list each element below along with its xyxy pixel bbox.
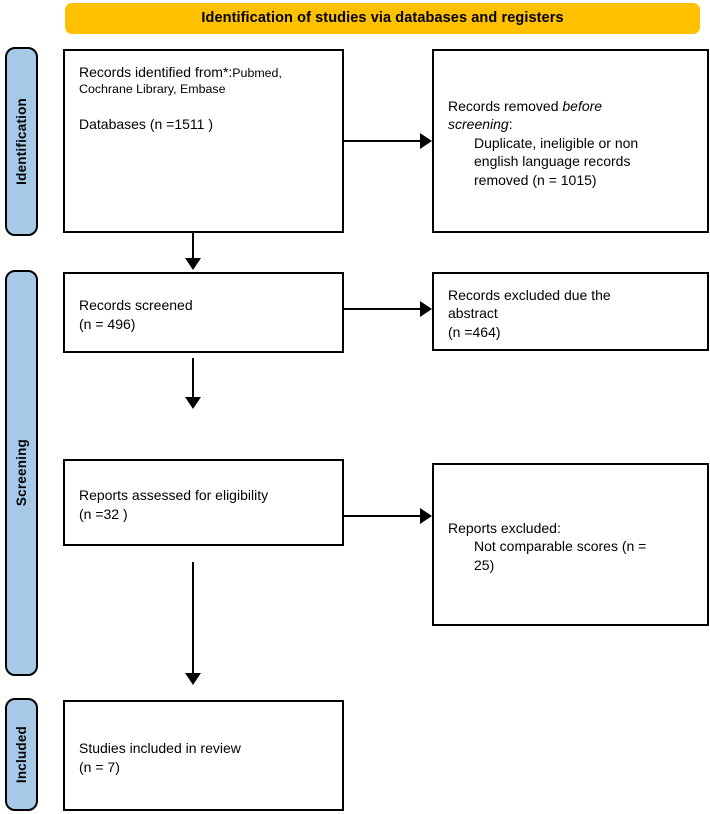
records-identified-sources-1: Pubmed, <box>232 66 282 80</box>
records-removed-lead: Records removed <box>448 97 563 114</box>
records-identified-main-text: Records identified from*: <box>79 64 233 80</box>
arrow-head-icon <box>420 133 432 149</box>
box-records-excluded-abstract: Records excluded due the abstract (n =46… <box>432 272 709 351</box>
stage-label-included: Included <box>5 698 38 811</box>
records-removed-sub-2: english language records <box>474 153 631 170</box>
records-identified-count: Databases (n =1511 ) <box>79 115 213 132</box>
studies-included-label: Studies included in review <box>79 740 241 757</box>
records-removed-italic-screening: screening <box>448 116 509 133</box>
records-screened-count: (n = 496) <box>79 315 136 332</box>
arrow-shaft <box>344 308 422 310</box>
arrow-head-icon <box>185 673 201 685</box>
box-studies-included: Studies included in review (n = 7) <box>63 700 344 811</box>
records-removed-sub-3: removed (n = 1015) <box>474 171 597 188</box>
reports-excluded-sub-2: 25) <box>474 556 495 573</box>
arrow-shaft <box>192 233 194 261</box>
studies-included-count: (n = 7) <box>79 758 120 775</box>
reports-assessed-count: (n =32 ) <box>79 505 128 522</box>
records-identified-sources-2: Cochrane Library, Embase <box>79 82 226 97</box>
diagram-header-banner: Identification of studies via databases … <box>65 3 700 34</box>
arrow-shaft <box>192 562 194 676</box>
stage-label-screening-text: Screening <box>14 439 29 507</box>
box-records-screened: Records screened (n = 496) <box>63 272 344 353</box>
arrow-head-icon <box>420 508 432 524</box>
stage-label-identification-text: Identification <box>14 98 29 185</box>
records-removed-line-2: screening: <box>448 115 697 133</box>
records-excluded-abstract-line-1: Records excluded due the <box>448 286 611 303</box>
records-identified-line-1: Records identified from*:Pubmed, <box>79 63 332 81</box>
records-screened-label: Records screened <box>79 297 193 314</box>
box-reports-excluded: Reports excluded: Not comparable scores … <box>432 463 709 626</box>
stage-label-screening: Screening <box>5 270 38 676</box>
reports-excluded-sub-1: Not comparable scores (n = <box>474 538 647 555</box>
records-excluded-abstract-line-2: abstract <box>448 305 498 322</box>
records-removed-line-1: Records removed before <box>448 97 697 115</box>
box-reports-assessed: Reports assessed for eligibility (n =32 … <box>63 459 344 546</box>
records-removed-colon: : <box>508 116 513 133</box>
box-records-removed: Records removed before screening: Duplic… <box>432 49 709 233</box>
stage-label-included-text: Included <box>14 725 29 784</box>
spacer <box>79 98 332 115</box>
arrow-head-icon <box>420 301 432 317</box>
records-excluded-abstract-count: (n =464) <box>448 323 501 340</box>
records-removed-italic-before: before <box>562 97 603 114</box>
stage-label-identification: Identification <box>5 47 38 236</box>
arrow-head-icon <box>185 258 201 270</box>
arrow-head-icon <box>185 397 201 409</box>
arrow-shaft <box>344 140 422 142</box>
reports-excluded-label: Reports excluded: <box>448 519 561 536</box>
reports-assessed-label: Reports assessed for eligibility <box>79 487 269 504</box>
arrow-shaft <box>192 358 194 400</box>
diagram-title: Identification of studies via databases … <box>201 10 564 27</box>
box-records-identified: Records identified from*:Pubmed, Cochran… <box>63 49 344 233</box>
records-removed-sub-1: Duplicate, ineligible or non <box>474 134 639 151</box>
arrow-shaft <box>344 515 422 517</box>
